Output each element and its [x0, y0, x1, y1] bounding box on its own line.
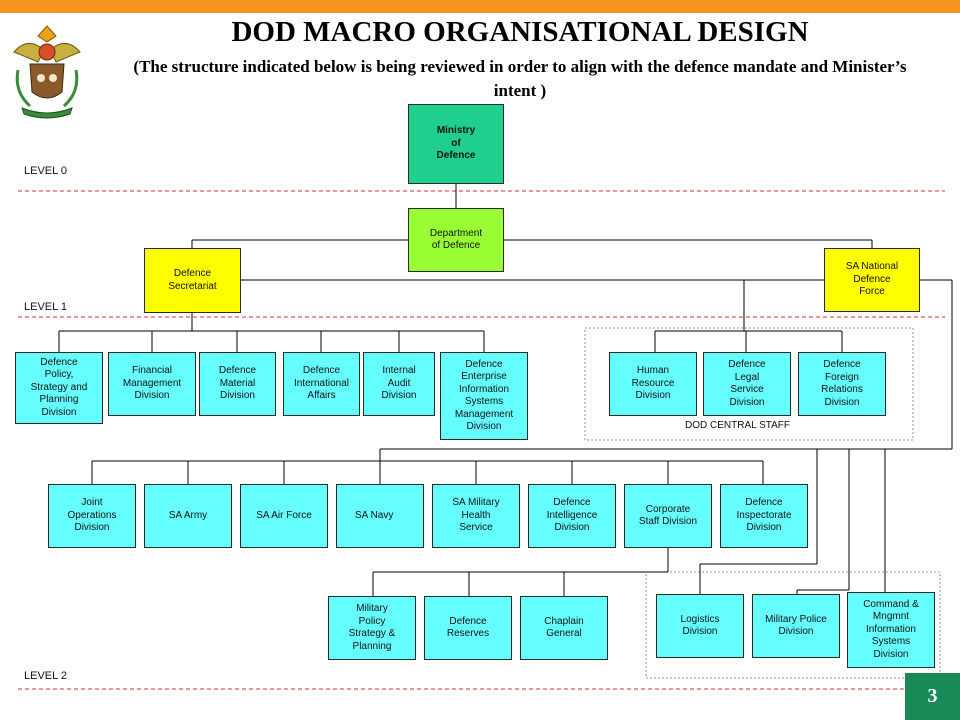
dod-central-staff-label: DOD CENTRAL STAFF: [685, 420, 791, 431]
sa-army-box: SA Army: [144, 484, 232, 548]
corporate-staff-division-box: Corporate Staff Division: [624, 484, 712, 548]
logistics-division-box: Logistics Division: [656, 594, 744, 658]
sa-navy-box: SA Navy: [336, 484, 424, 548]
military-police-division-box: Military Police Division: [752, 594, 840, 658]
sa-air-force-box: SA Air Force: [240, 484, 328, 548]
military-policy-strategy-planning-box: Military Policy Strategy & Planning: [328, 596, 416, 660]
human-resource-division-box: Human Resource Division: [609, 352, 697, 416]
top-accent-bar: [0, 0, 960, 13]
defence-material-division-box: Defence Material Division: [199, 352, 276, 416]
page-subtitle: (The structure indicated below is being …: [133, 57, 907, 100]
ministry-of-defence-box: Ministry of Defence: [408, 104, 504, 184]
defence-foreign-relations-division-box: Defence Foreign Relations Division: [798, 352, 886, 416]
level-2-label: LEVEL 2: [24, 670, 68, 682]
page-number-badge: 3: [905, 673, 960, 720]
chaplain-general-box: Chaplain General: [520, 596, 608, 660]
internal-audit-division-box: Internal Audit Division: [363, 352, 435, 416]
defence-inspectorate-division-box: Defence Inspectorate Division: [720, 484, 808, 548]
level-1-label: LEVEL 1: [24, 301, 68, 313]
defence-policy-strategy-planning-division-box: Defence Policy, Strategy and Planning Di…: [15, 352, 103, 424]
defence-enterprise-info-systems-division-box: Defence Enterprise Information Systems M…: [440, 352, 528, 440]
command-mngmnt-info-systems-division-box: Command & Mngmnt Information Systems Div…: [847, 592, 935, 668]
sa-military-health-service-box: SA Military Health Service: [432, 484, 520, 548]
defence-international-affairs-box: Defence International Affairs: [283, 352, 360, 416]
joint-operations-division-box: Joint Operations Division: [48, 484, 136, 548]
page-title: DOD MACRO ORGANISATIONAL DESIGN: [231, 16, 809, 48]
defence-legal-service-division-box: Defence Legal Service Division: [703, 352, 791, 416]
defence-secretariat-box: Defence Secretariat: [144, 248, 241, 313]
financial-management-division-box: Financial Management Division: [108, 352, 196, 416]
sandf-box: SA National Defence Force: [824, 248, 920, 312]
department-of-defence-box: Department of Defence: [408, 208, 504, 272]
defence-intelligence-division-box: Defence Intelligence Division: [528, 484, 616, 548]
coat-of-arms-icon: [13, 25, 81, 119]
level-0-label: LEVEL 0: [24, 165, 68, 177]
defence-reserves-box: Defence Reserves: [424, 596, 512, 660]
